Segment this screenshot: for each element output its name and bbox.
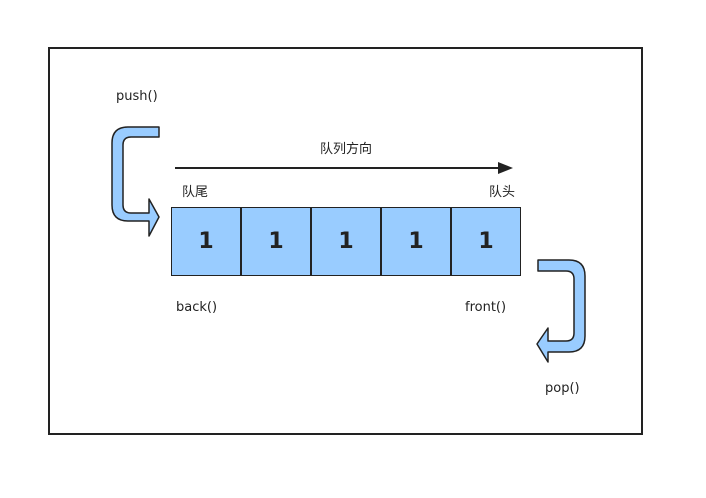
direction-arrow [175,162,513,174]
queue-cell: 1 [451,207,521,276]
push-label: push() [116,89,158,104]
tail-label: 队尾 [182,185,209,200]
pop-arrow [536,259,586,363]
push-arrow [111,126,160,237]
direction-label: 队列方向 [320,142,373,157]
queue-cell: 1 [381,207,451,276]
queue-cell: 1 [311,207,381,276]
queue-cell: 1 [241,207,311,276]
pop-label: pop() [545,381,580,396]
back-label: back() [176,300,218,315]
diagram-frame [48,47,643,435]
head-label: 队头 [489,185,516,200]
front-label: front() [465,300,507,315]
queue-cell: 1 [171,207,241,276]
